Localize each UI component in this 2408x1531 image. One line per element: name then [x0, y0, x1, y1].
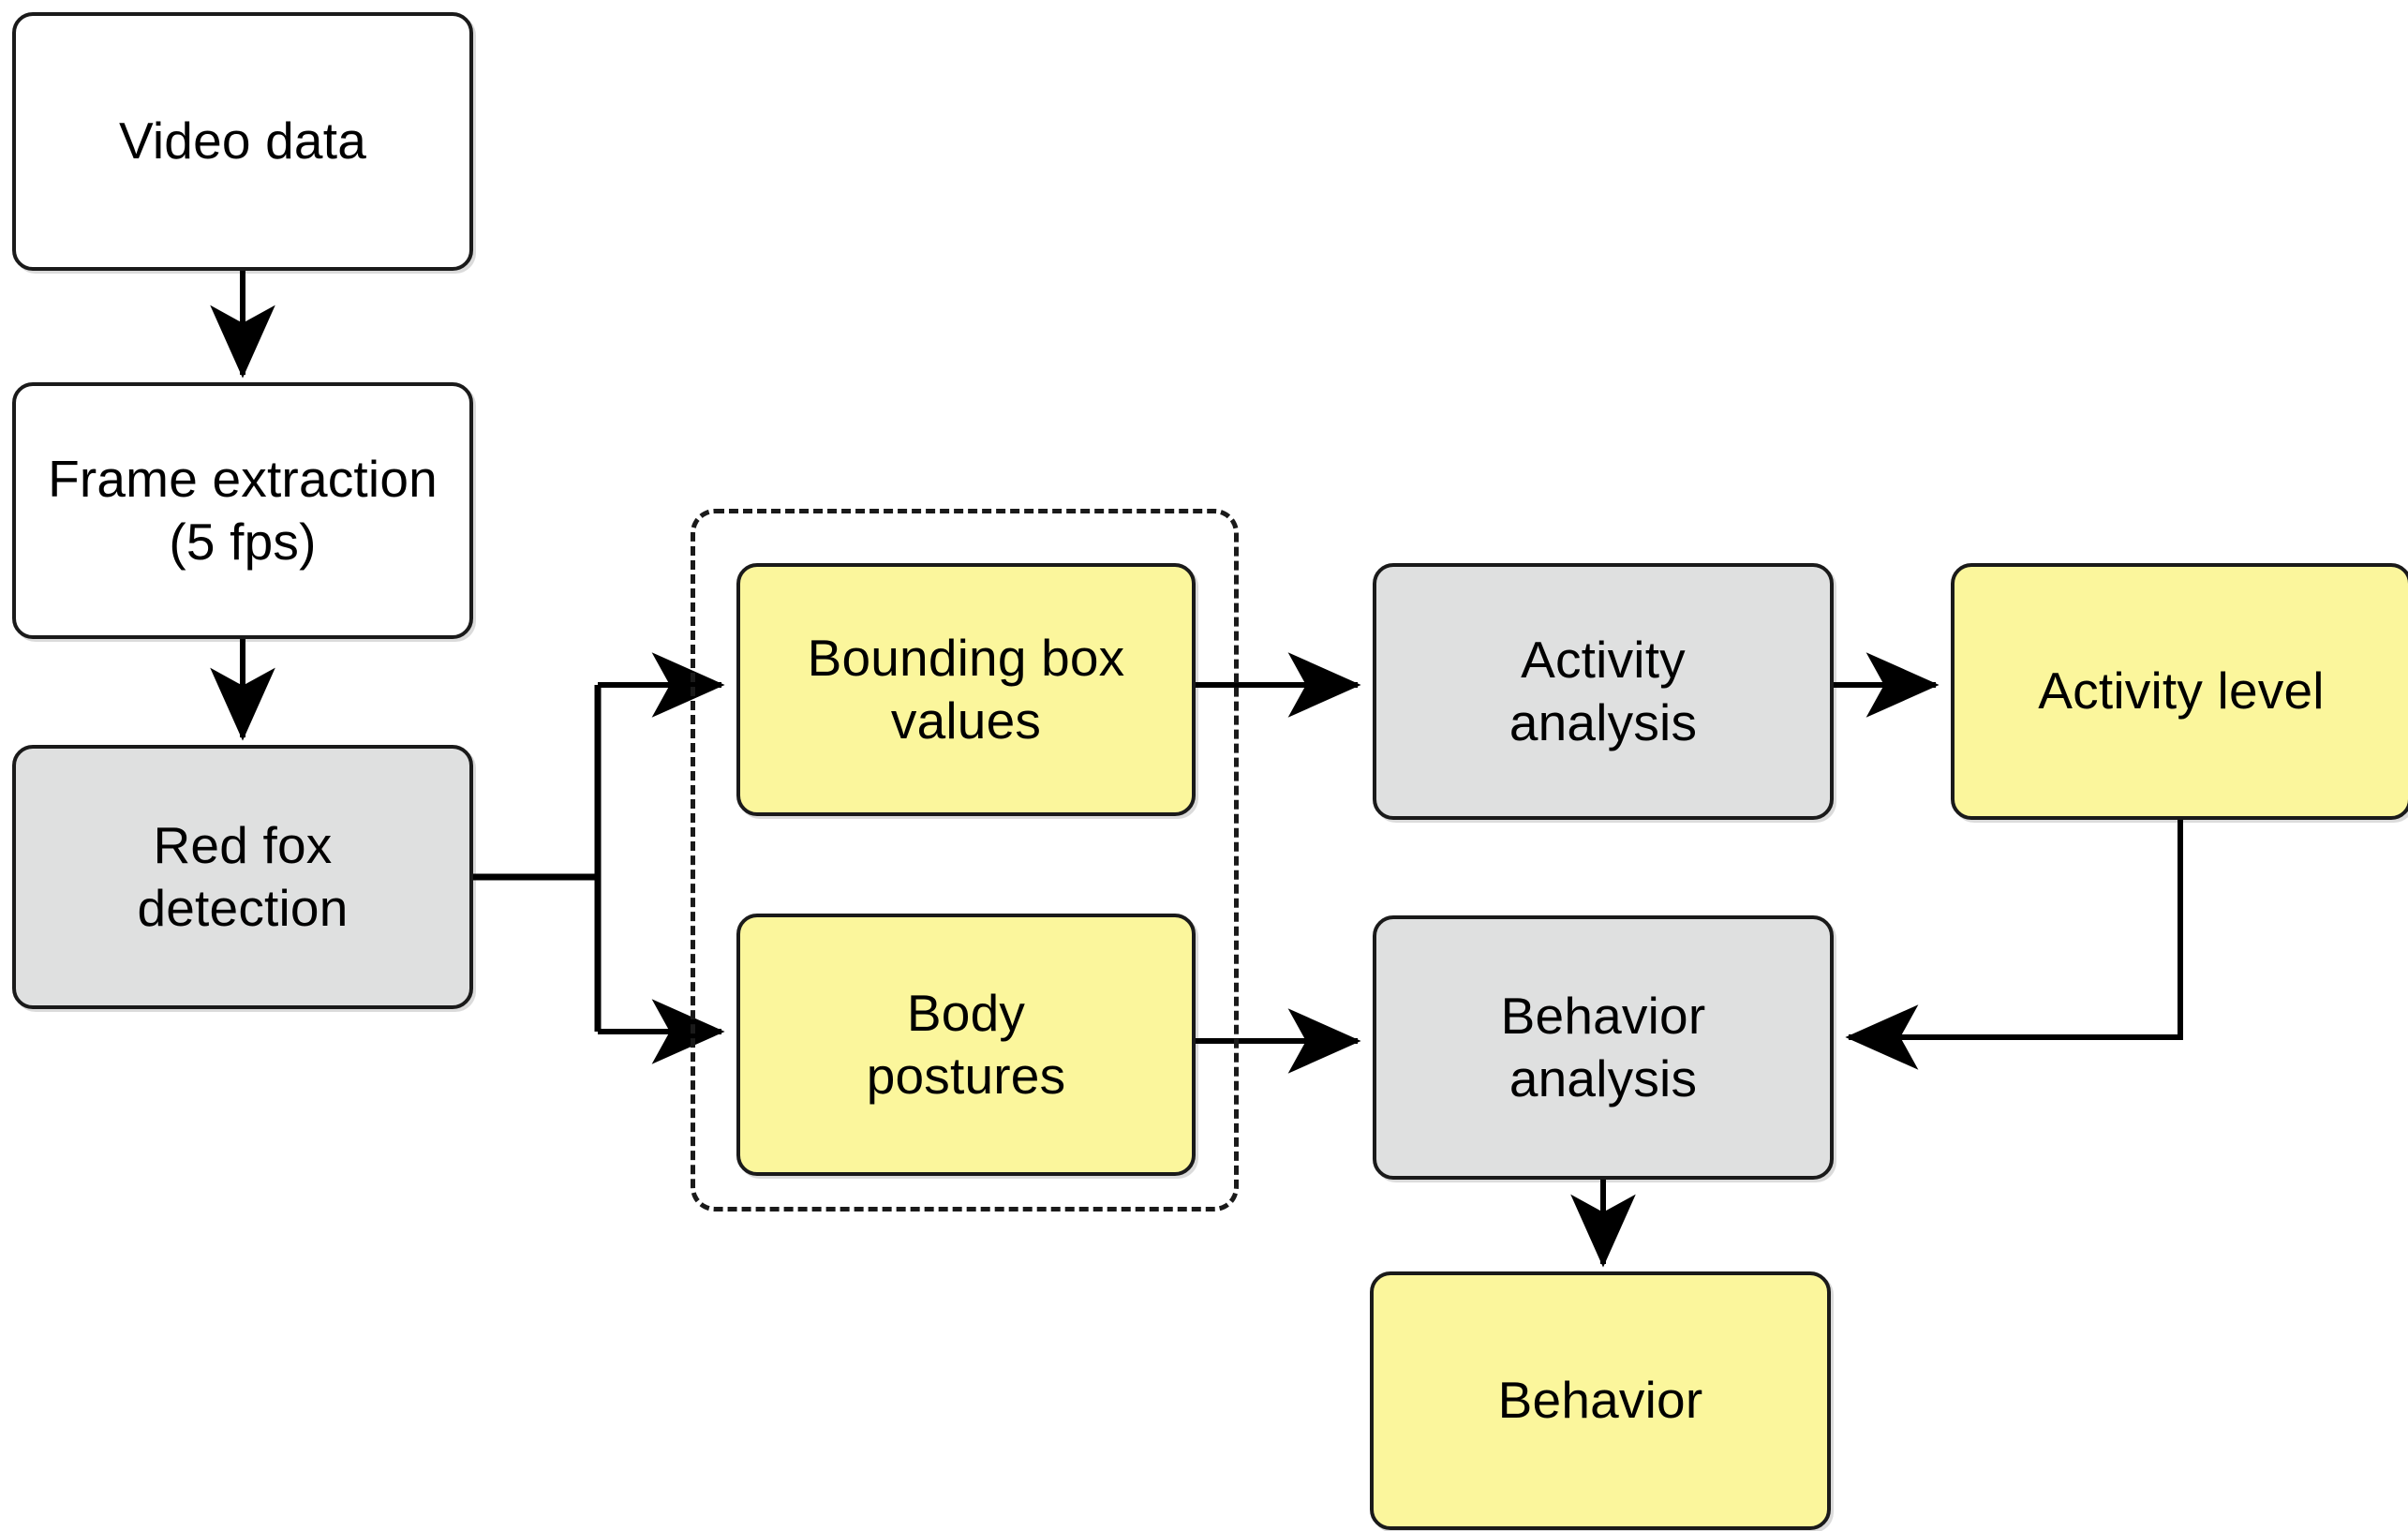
node-behavior-analysis[interactable]: Behavior analysis	[1373, 915, 1834, 1180]
node-behavior[interactable]: Behavior	[1370, 1271, 1831, 1530]
node-bounding-box-values[interactable]: Bounding box values	[736, 563, 1196, 816]
node-frame-extraction[interactable]: Frame extraction (5 fps)	[12, 382, 473, 639]
node-activity-level[interactable]: Activity level	[1951, 563, 2408, 820]
node-body-postures[interactable]: Body postures	[736, 914, 1196, 1176]
node-red-fox-detection[interactable]: Red fox detection	[12, 745, 473, 1009]
node-activity-analysis[interactable]: Activity analysis	[1373, 563, 1834, 820]
node-video-data[interactable]: Video data	[12, 12, 473, 271]
edge-level-to-behavior-analysis	[1845, 820, 2183, 1070]
